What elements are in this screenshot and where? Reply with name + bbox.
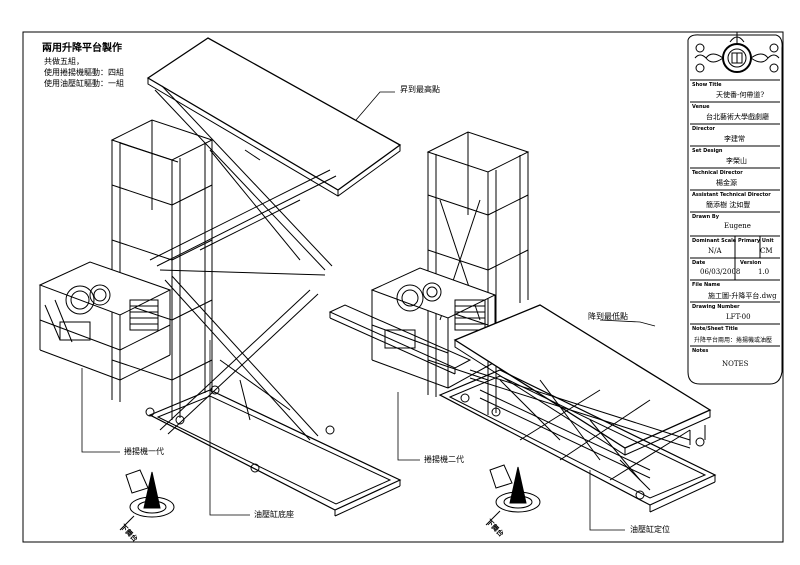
tb-notes-label: Notes bbox=[692, 348, 709, 354]
left-winch-gen1 bbox=[38, 261, 172, 381]
tb-notes: NOTES bbox=[722, 360, 749, 368]
notes-line: 使用捲揚機驅動：四組 bbox=[44, 68, 124, 77]
callout-cylinder-stand: 油壓缸底座 bbox=[254, 510, 294, 519]
title-block-frame bbox=[687, 34, 783, 385]
tb-drawing-number: LFT-00 bbox=[726, 313, 751, 321]
tb-set-design-label: Set Design bbox=[692, 148, 723, 154]
tb-venue: 台北藝術大學戲劇廳 bbox=[706, 113, 769, 121]
tb-version-label: Version bbox=[740, 260, 762, 266]
tb-asst-tech-director-label: Assistant Technical Director bbox=[692, 192, 771, 198]
right-side-rail bbox=[328, 304, 472, 375]
notes-title: 兩用升降平台製作 bbox=[42, 43, 122, 54]
tb-tech-director: 楊金源 bbox=[716, 179, 737, 187]
tb-primary-unit: CM bbox=[760, 247, 773, 255]
right-base-frame bbox=[438, 369, 717, 513]
right-scissor-folded bbox=[469, 369, 691, 491]
tb-primary-unit-label: Primary Unit bbox=[738, 238, 774, 244]
right-winch-gen2 bbox=[370, 267, 497, 389]
right-casters bbox=[460, 393, 705, 500]
sheet-border bbox=[22, 31, 784, 543]
tb-show-title-label: Show Title bbox=[692, 82, 722, 88]
left-lift-unit bbox=[38, 37, 402, 517]
tb-asst-tech-director: 簡添樹 沈如豐 bbox=[706, 201, 751, 209]
tb-file-name-label: File Name bbox=[692, 282, 721, 288]
tb-drawn-by-label: Drawn By bbox=[692, 214, 719, 220]
tb-venue-label: Venue bbox=[692, 104, 710, 110]
callout-leaders bbox=[81, 91, 656, 531]
left-scissor-arms bbox=[149, 85, 337, 441]
left-base-frame bbox=[148, 389, 402, 517]
right-platform-lowered bbox=[453, 304, 712, 456]
university-logo bbox=[694, 32, 780, 73]
tb-drawing-number-label: Drawing Number bbox=[692, 304, 740, 310]
right-downstage-marker bbox=[485, 464, 541, 526]
callout-winch-gen1: 捲揚機一代 bbox=[124, 447, 164, 456]
tb-drawn-by: Eugene bbox=[724, 222, 751, 230]
notes-line: 使用油壓缸驅動：一組 bbox=[44, 79, 124, 88]
tb-dominant-scale: N/A bbox=[708, 247, 722, 255]
tb-director-label: Director bbox=[692, 126, 715, 132]
right-lift-unit bbox=[328, 131, 717, 513]
notes-line: 共做五組， bbox=[44, 57, 84, 66]
left-downstage-marker bbox=[119, 469, 175, 531]
callout-lowest-point: 降到最低點 bbox=[588, 312, 628, 321]
tb-note-sheet-title-label: Note/Sheet Title bbox=[692, 326, 738, 332]
tb-dominant-scale-label: Dominant Scale bbox=[692, 238, 737, 244]
tb-version: 1.0 bbox=[758, 268, 770, 276]
tb-date: 06/03/2008 bbox=[700, 268, 741, 276]
tb-set-design: 李榮山 bbox=[726, 157, 747, 165]
tb-note-sheet-title: 升降平台兩用：捲揚機或油壓 bbox=[694, 337, 773, 344]
tb-director: 李建常 bbox=[724, 135, 745, 143]
tb-show-title: 天使番-何帶道? bbox=[716, 91, 765, 99]
left-casters bbox=[145, 385, 335, 473]
tb-tech-director-label: Technical Director bbox=[692, 170, 743, 176]
callout-cylinder-lower: 油壓缸定位 bbox=[630, 525, 670, 534]
callout-highest-point: 昇到最高點 bbox=[400, 85, 440, 94]
tb-date-label: Date bbox=[692, 260, 706, 266]
tb-file-name: 施工圖-升降平台.dwg bbox=[708, 292, 777, 300]
left-platform-top bbox=[146, 37, 402, 197]
callout-winch-gen2: 捲揚機二代 bbox=[424, 455, 464, 464]
